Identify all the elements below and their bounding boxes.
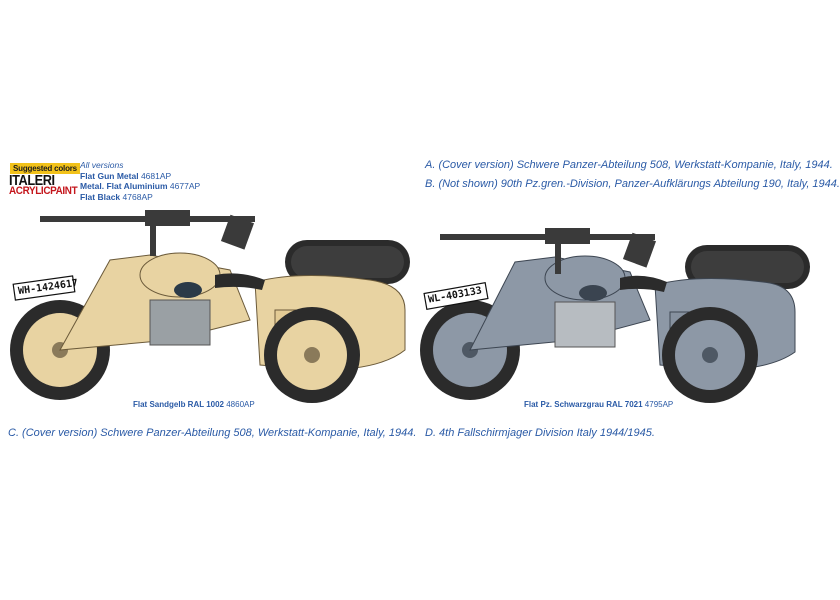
sidecar-spare-tire: [285, 240, 410, 284]
rear-wheel: [264, 307, 360, 403]
motorcycle-frame: [469, 255, 667, 351]
caption-d: D. 4th Fallschirmjager Division Italy 19…: [425, 427, 655, 439]
suggested-colors-badge: Suggested colors: [10, 163, 80, 174]
legend-item: Metal. Flat Aluminium 4677AP: [80, 181, 201, 191]
engine: [149, 299, 211, 346]
license-plate: [423, 282, 489, 310]
tank-emblem: [174, 282, 202, 298]
acrylic-paint-logo: ACRYLICPAINT: [9, 185, 78, 197]
motorcycle-illustration-schwarzgrau: [420, 228, 810, 403]
caption-c: C. (Cover version) Schwere Panzer-Abteil…: [8, 427, 417, 439]
machine-gun: [40, 210, 255, 256]
rear-wheel: [662, 307, 758, 403]
motorcycle-frame: [59, 252, 265, 351]
motorcycle-illustration-sandgelb: [10, 210, 410, 403]
seat: [215, 273, 265, 290]
license-plate: [12, 275, 76, 301]
legend-item: Flat Gun Metal 4681AP: [80, 170, 172, 181]
paint-legend: All versions Flat Gun Metal 4681AP Metal…: [80, 160, 200, 202]
legend-header: All versions: [80, 160, 124, 170]
seat: [620, 275, 667, 292]
caption-a: A. (Cover version) Schwere Panzer-Abteil…: [425, 159, 833, 171]
engine: [554, 301, 616, 348]
machine-gun: [440, 228, 657, 274]
tank-emblem: [579, 285, 607, 301]
legend-item: Flat Black 4768AP: [80, 191, 153, 202]
paint-label-left: Flat Sandgelb RAL 1002 4860AP: [133, 400, 255, 409]
italeri-logo: ITALERI: [9, 172, 55, 189]
caption-b: B. (Not shown) 90th Pz.gren.-Division, P…: [425, 178, 840, 190]
paint-label-right: Flat Pz. Schwarzgrau RAL 7021 4795AP: [524, 400, 674, 409]
